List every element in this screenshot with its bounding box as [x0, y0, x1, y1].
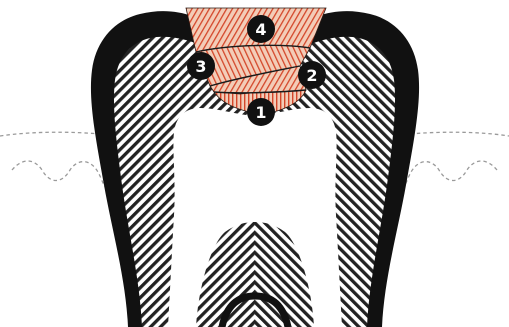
badge-2-label: 2 [306, 66, 317, 85]
badge-3-label: 3 [195, 57, 206, 76]
badge-3: 3 [187, 52, 215, 80]
badge-1-label: 1 [255, 103, 266, 122]
badge-4: 4 [247, 15, 275, 43]
badge-2: 2 [298, 61, 326, 89]
badge-4-label: 4 [255, 20, 266, 39]
badge-1: 1 [247, 98, 275, 126]
